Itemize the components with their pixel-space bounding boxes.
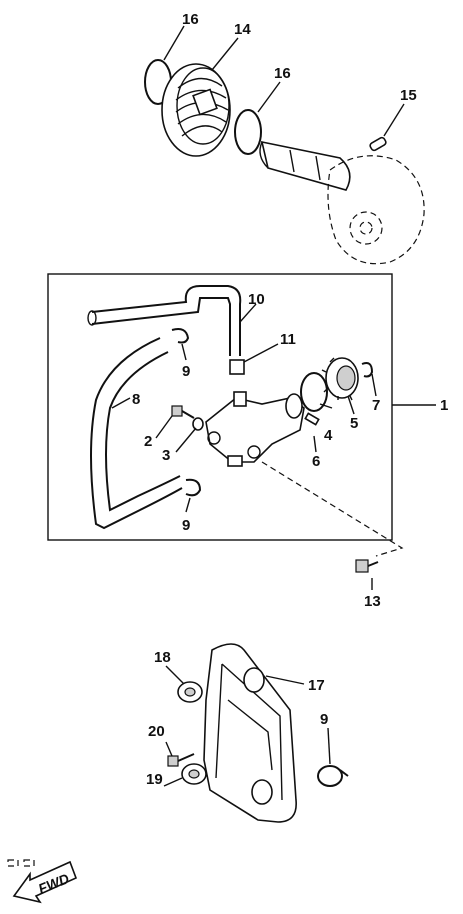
label-19: 19 <box>146 771 163 788</box>
washer-3 <box>192 417 204 431</box>
screw-2 <box>171 405 183 417</box>
cover-hole-upper <box>243 667 265 693</box>
o-ring-4 <box>300 372 328 412</box>
label-17: 17 <box>308 677 325 694</box>
cover-assembly <box>163 643 349 823</box>
label-2: 2 <box>144 433 152 450</box>
water-pump-body <box>205 397 305 463</box>
label-13: 13 <box>364 593 381 610</box>
label-9-cover: 9 <box>320 711 328 728</box>
label-11: 11 <box>280 331 296 348</box>
crankcase-outline <box>327 155 425 265</box>
cover-hole-lower <box>251 779 273 805</box>
label-15: 15 <box>400 87 417 104</box>
pin-6 <box>304 412 320 426</box>
hose-clamp-lower <box>185 478 202 497</box>
label-3: 3 <box>162 447 170 464</box>
hose-clamp-cover <box>317 765 343 787</box>
pin <box>369 136 387 152</box>
label-4: 4 <box>324 427 333 444</box>
label-9-upper: 9 <box>182 363 190 380</box>
drive-shaft <box>260 140 351 191</box>
pulley-assembly <box>144 25 425 265</box>
label-18: 18 <box>154 649 171 666</box>
fwd-arrow: FWD <box>7 859 78 904</box>
pump-assembly-box <box>47 273 436 557</box>
hose-8 <box>90 337 183 530</box>
cover-plate <box>203 643 297 823</box>
label-20: 20 <box>148 723 165 740</box>
screw-20 <box>167 755 179 767</box>
hose-10 <box>91 285 242 356</box>
label-14: 14 <box>234 21 251 38</box>
label-10: 10 <box>248 291 265 308</box>
label-7: 7 <box>372 397 380 414</box>
label-8: 8 <box>132 391 140 408</box>
circlip-right <box>234 109 262 155</box>
circlip-7 <box>361 362 374 378</box>
label-16-right: 16 <box>274 65 291 82</box>
label-9-lower: 9 <box>182 517 190 534</box>
label-6: 6 <box>312 453 320 470</box>
bolt-path <box>261 461 404 557</box>
bolt-13 <box>355 559 379 590</box>
hose-clamp-upper <box>171 328 190 344</box>
fitting <box>229 359 245 375</box>
label-16-left: 16 <box>182 11 199 28</box>
label-5: 5 <box>350 415 358 432</box>
label-1: 1 <box>440 397 448 414</box>
